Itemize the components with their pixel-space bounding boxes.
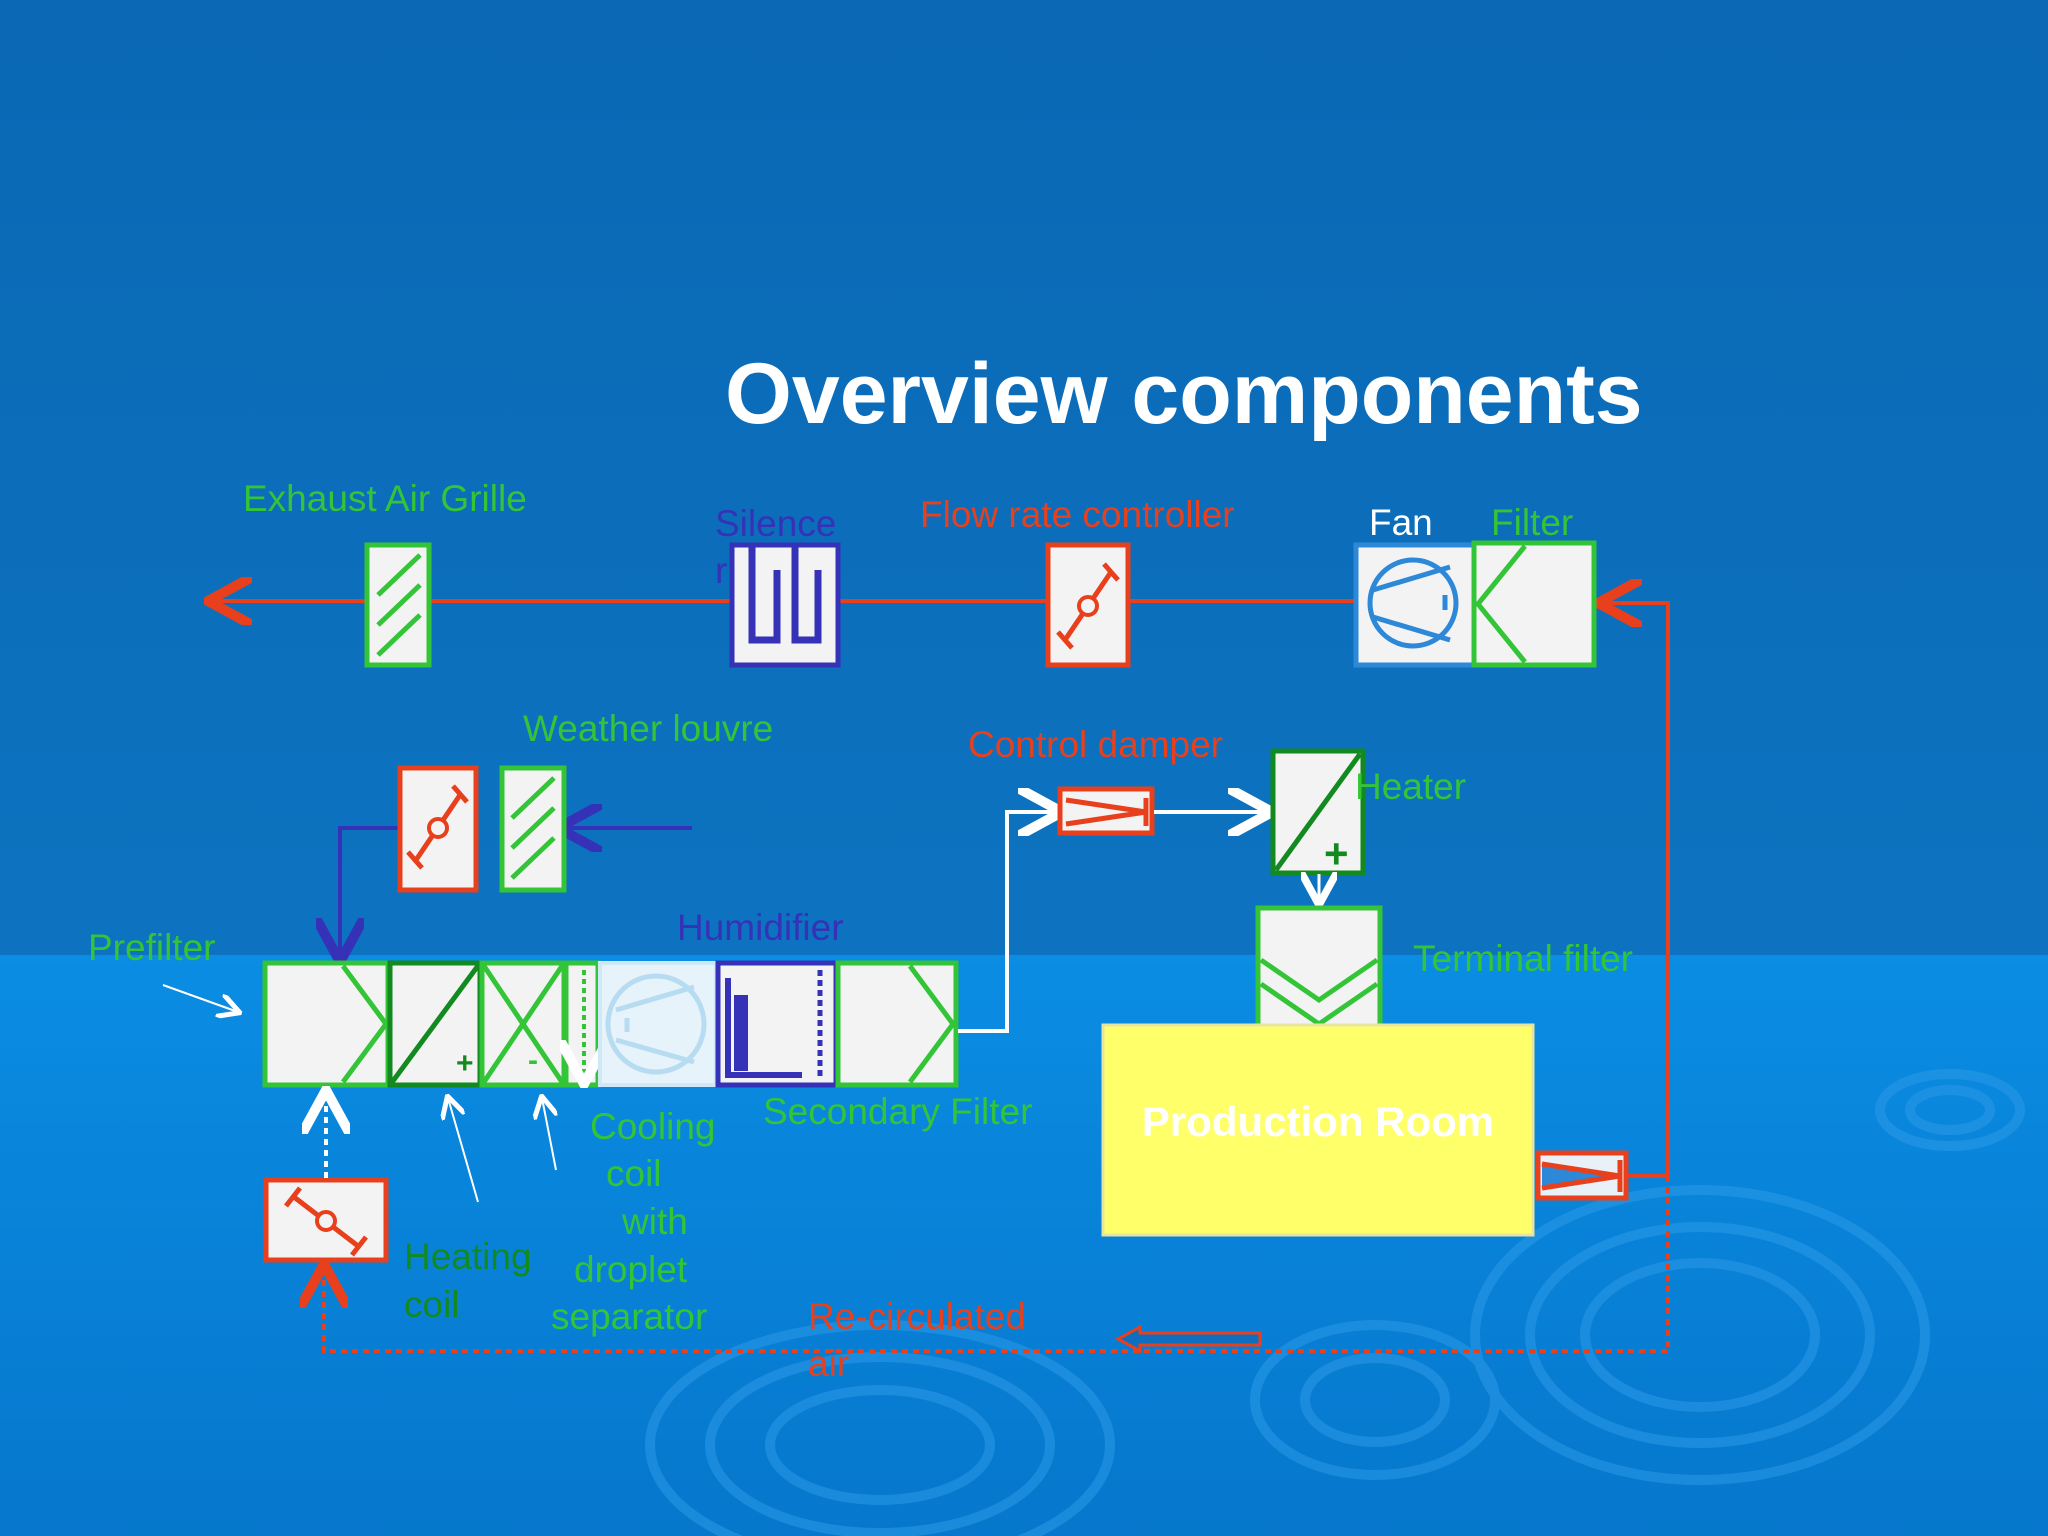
filter-label: Filter xyxy=(1491,502,1574,543)
silencer-symbol xyxy=(729,542,841,668)
return-damper-symbol xyxy=(1535,1150,1629,1201)
exhaust-air-grille-label: Exhaust Air Grille xyxy=(243,478,527,519)
slide-title: Overview components xyxy=(725,346,1643,442)
cooling-coil-pointer xyxy=(542,1098,556,1171)
recirculation-damper-symbol xyxy=(263,1177,389,1263)
prefilter-label: Prefilter xyxy=(88,927,216,968)
plus-icon: + xyxy=(456,1047,474,1080)
recirculated-air-label-line1: Re-circulated xyxy=(808,1296,1026,1337)
fan-label: Fan xyxy=(1369,502,1433,543)
secondary-filter-symbol xyxy=(835,960,959,1088)
fan-symbol xyxy=(1353,542,1477,668)
cooling-coil-label-line2: coil xyxy=(606,1153,662,1194)
silencer-label-line1: Silence xyxy=(715,503,837,544)
exhaust-air-grille-symbol xyxy=(364,542,432,668)
humidifier-symbol xyxy=(715,960,839,1088)
flow-rate-controller-label: Flow rate controller xyxy=(920,494,1235,535)
production-room-label: Production Room xyxy=(1141,1098,1495,1145)
cooling-coil-label-line1: Cooling xyxy=(590,1106,716,1147)
cooling-coil-label-line5: separator xyxy=(551,1296,708,1337)
supply-duct-line xyxy=(958,812,1058,1033)
recirculation-arrow-icon xyxy=(1114,1324,1262,1354)
heating-coil-symbol: + xyxy=(387,960,483,1088)
prefilter-symbol xyxy=(262,960,391,1088)
minus-icon: - xyxy=(528,1044,538,1077)
recirculation-line xyxy=(324,1176,1670,1353)
filter-symbol xyxy=(1471,540,1597,668)
heating-coil-label-line1: Heating xyxy=(404,1236,532,1277)
weather-louvre-label: Weather louvre xyxy=(523,708,774,749)
cooling-coil-label-line3: with xyxy=(622,1201,688,1242)
fresh-air-drop-line xyxy=(340,826,400,958)
heater-plus-icon: + xyxy=(1324,830,1349,877)
recirculated-air-label-line2: air xyxy=(808,1343,850,1384)
heater-label: Heater xyxy=(1355,766,1467,807)
secondary-filter-label: Secondary Filter xyxy=(763,1091,1033,1132)
control-damper-label: Control damper xyxy=(968,724,1224,765)
silencer-label-line2: r xyxy=(715,550,728,591)
supply-fan-symbol xyxy=(598,961,718,1087)
terminal-filter-label: Terminal filter xyxy=(1413,938,1633,979)
cooling-coil-symbol: - xyxy=(479,960,567,1088)
production-room-box xyxy=(1101,1023,1535,1237)
cooling-coil-label-line4: droplet xyxy=(574,1249,688,1290)
terminal-filter-symbol xyxy=(1255,905,1383,1031)
heating-coil-pointer xyxy=(448,1098,479,1203)
control-damper-symbol xyxy=(1057,786,1155,836)
intake-damper-symbol xyxy=(397,765,479,893)
heating-coil-label-line2: coil xyxy=(404,1284,460,1325)
heater-symbol: + xyxy=(1270,748,1366,877)
prefilter-pointer xyxy=(162,984,238,1012)
droplet-separator-symbol xyxy=(566,960,598,1085)
flow-rate-controller-symbol xyxy=(1045,542,1131,668)
weather-louvre-symbol xyxy=(499,765,567,893)
return-duct-line xyxy=(1602,603,1670,1178)
humidifier-label: Humidifier xyxy=(677,907,844,948)
